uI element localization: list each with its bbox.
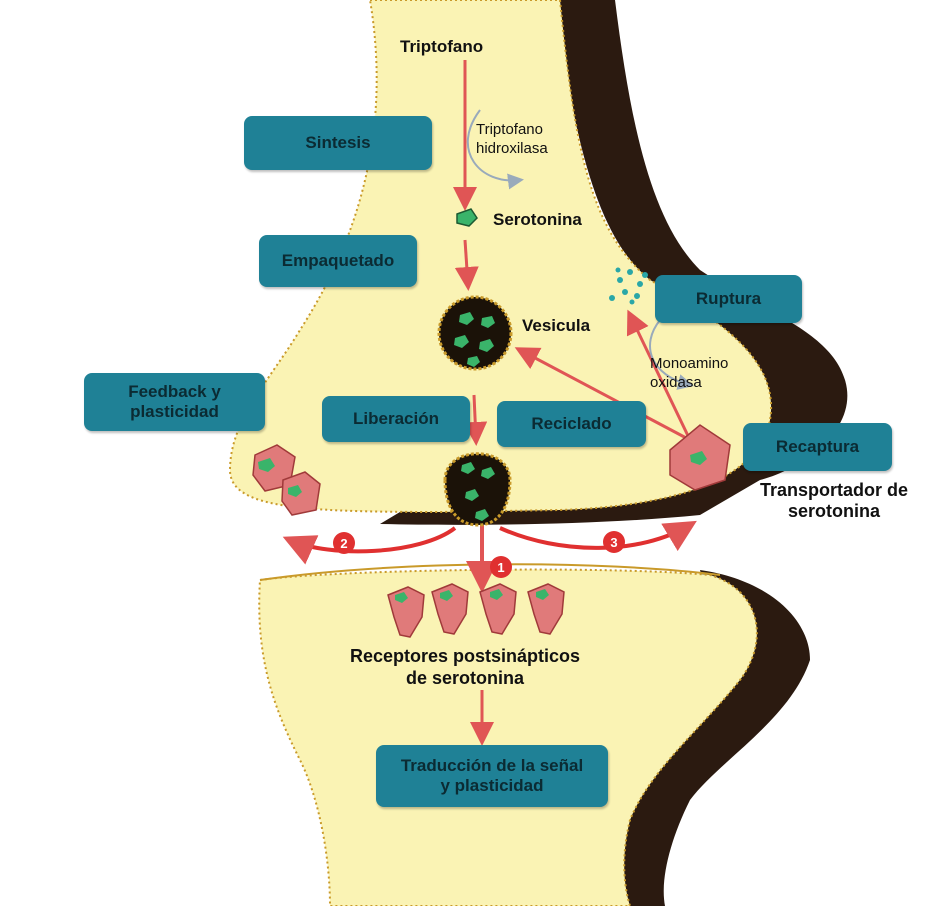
box-empaquetado: Empaquetado [259, 235, 417, 287]
step-number-1: 1 [490, 556, 512, 578]
label-monoamino: Monoamino oxidasa [650, 354, 728, 392]
arrow-release [474, 395, 476, 440]
box-feedback: Feedback y plasticidad [84, 373, 265, 431]
label-serotonina: Serotonina [493, 210, 582, 230]
step-number-3: 3 [603, 531, 625, 553]
box-sintesis: Sintesis [244, 116, 432, 170]
box-traduccion: Traducción de la señal y plasticidad [376, 745, 608, 807]
box-reciclado: Reciclado [497, 401, 646, 447]
releasing-vesicle [445, 454, 510, 525]
label-enzyme: Triptofano hidroxilasa [476, 120, 548, 158]
label-transportador: Transportador de serotonina [760, 480, 908, 522]
vesicle [439, 297, 511, 369]
label-vesicula: Vesicula [522, 316, 590, 336]
box-liberacion: Liberación [322, 396, 470, 442]
label-triptofano: Triptofano [400, 37, 483, 57]
label-receptores: Receptores postsinápticos de serotonina [350, 645, 580, 689]
arrow-reuptake [500, 525, 690, 548]
box-recaptura: Recaptura [743, 423, 892, 471]
box-ruptura: Ruptura [655, 275, 802, 323]
step-number-2: 2 [333, 532, 355, 554]
arrow-feedback [290, 528, 455, 551]
